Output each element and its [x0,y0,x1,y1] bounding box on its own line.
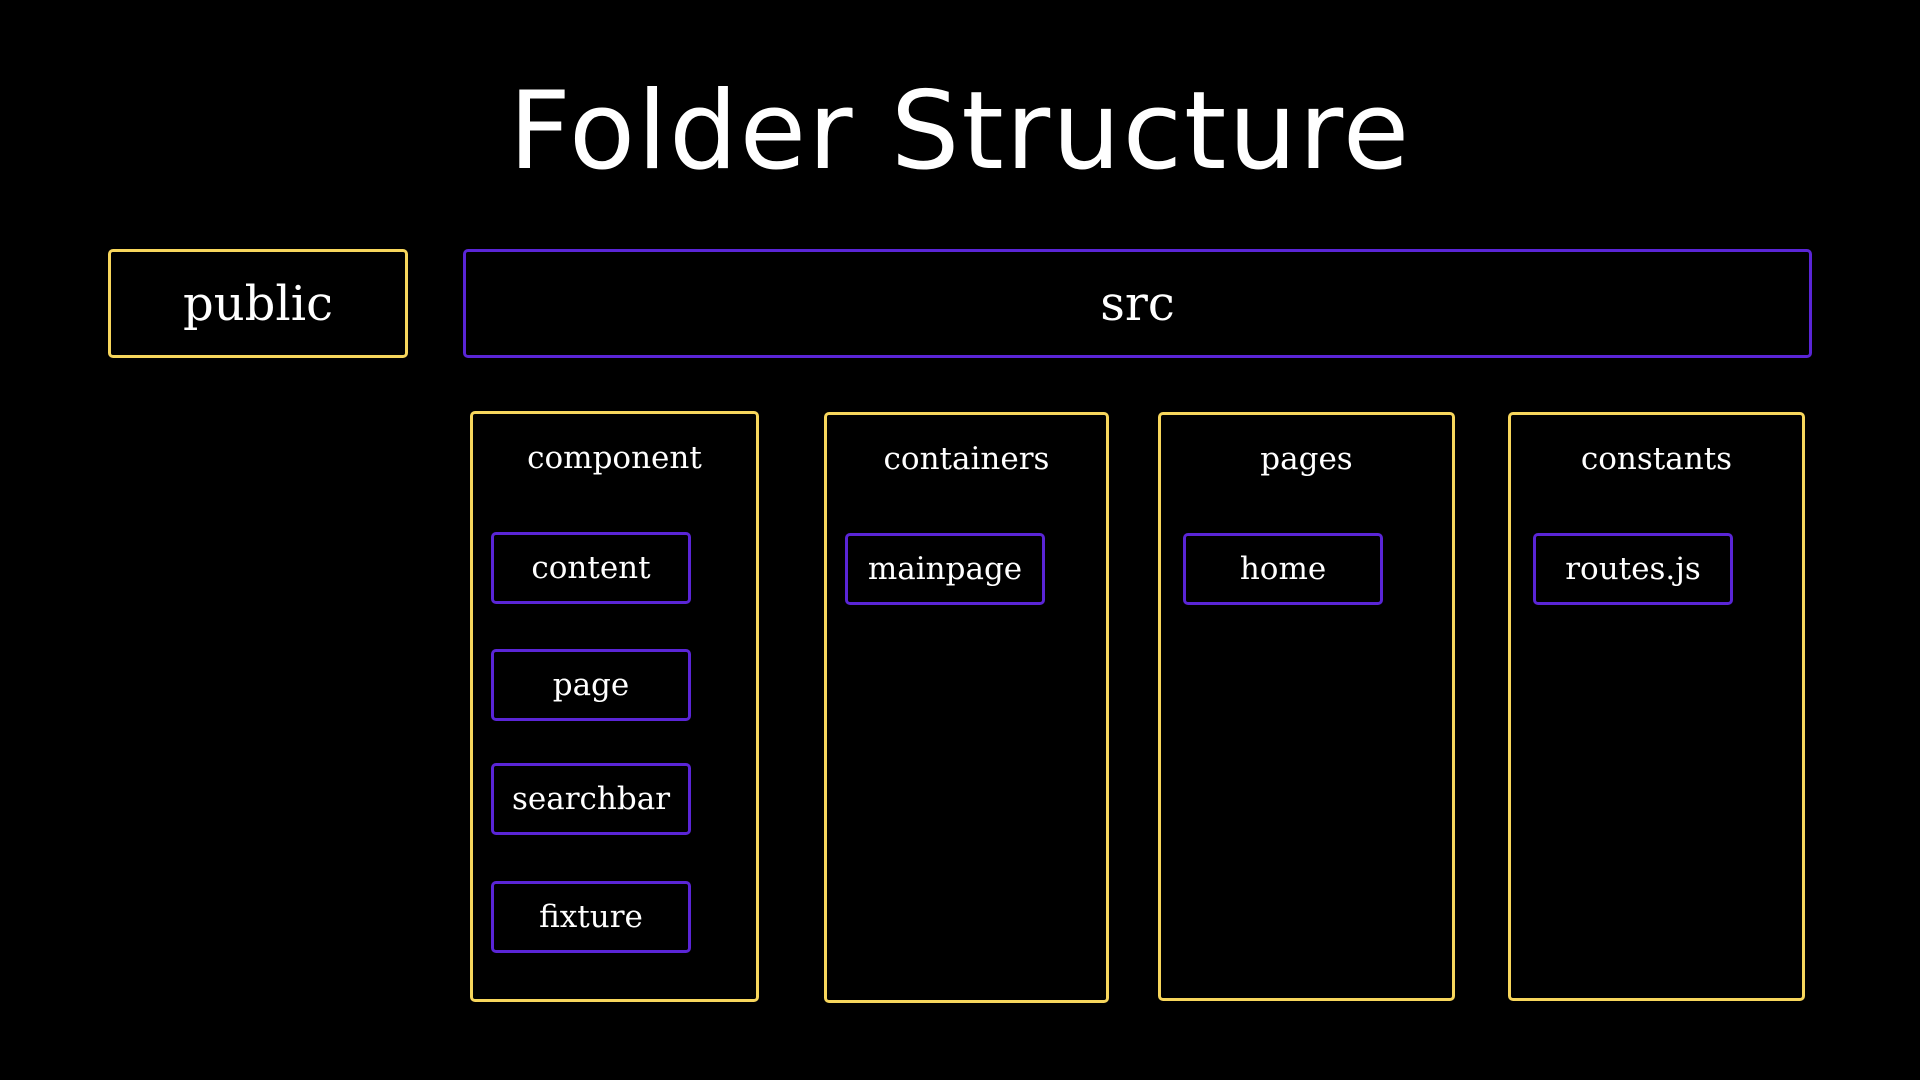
folder-public: public [108,249,408,358]
folder-searchbar-label: searchbar [511,781,671,817]
folder-mainpage-label: mainpage [867,551,1023,587]
folder-home-label: home [1239,551,1327,587]
folder-containers: containers mainpage [824,412,1109,1003]
folder-src: src [463,249,1812,358]
folder-content-label: content [531,550,651,586]
page-title: Folder Structure [508,69,1412,194]
folder-home: home [1183,533,1383,605]
folder-component: component content page searchbar fixture [470,411,759,1002]
folder-page: page [491,649,691,721]
folder-containers-label: containers [883,441,1050,477]
file-routes-js: routes.js [1533,533,1733,605]
folder-src-label: src [1100,275,1175,332]
folder-pages: pages home [1158,412,1455,1001]
folder-content: content [491,532,691,604]
folder-constants-label: constants [1580,441,1733,477]
folder-fixture: fixture [491,881,691,953]
folder-searchbar: searchbar [491,763,691,835]
folder-public-label: public [183,275,333,332]
file-routes-js-label: routes.js [1565,551,1701,587]
folder-component-label: component [527,440,702,476]
folder-page-label: page [552,667,630,703]
folder-pages-label: pages [1260,441,1353,477]
folder-fixture-label: fixture [539,899,643,935]
folder-mainpage: mainpage [845,533,1045,605]
folder-constants: constants routes.js [1508,412,1805,1001]
